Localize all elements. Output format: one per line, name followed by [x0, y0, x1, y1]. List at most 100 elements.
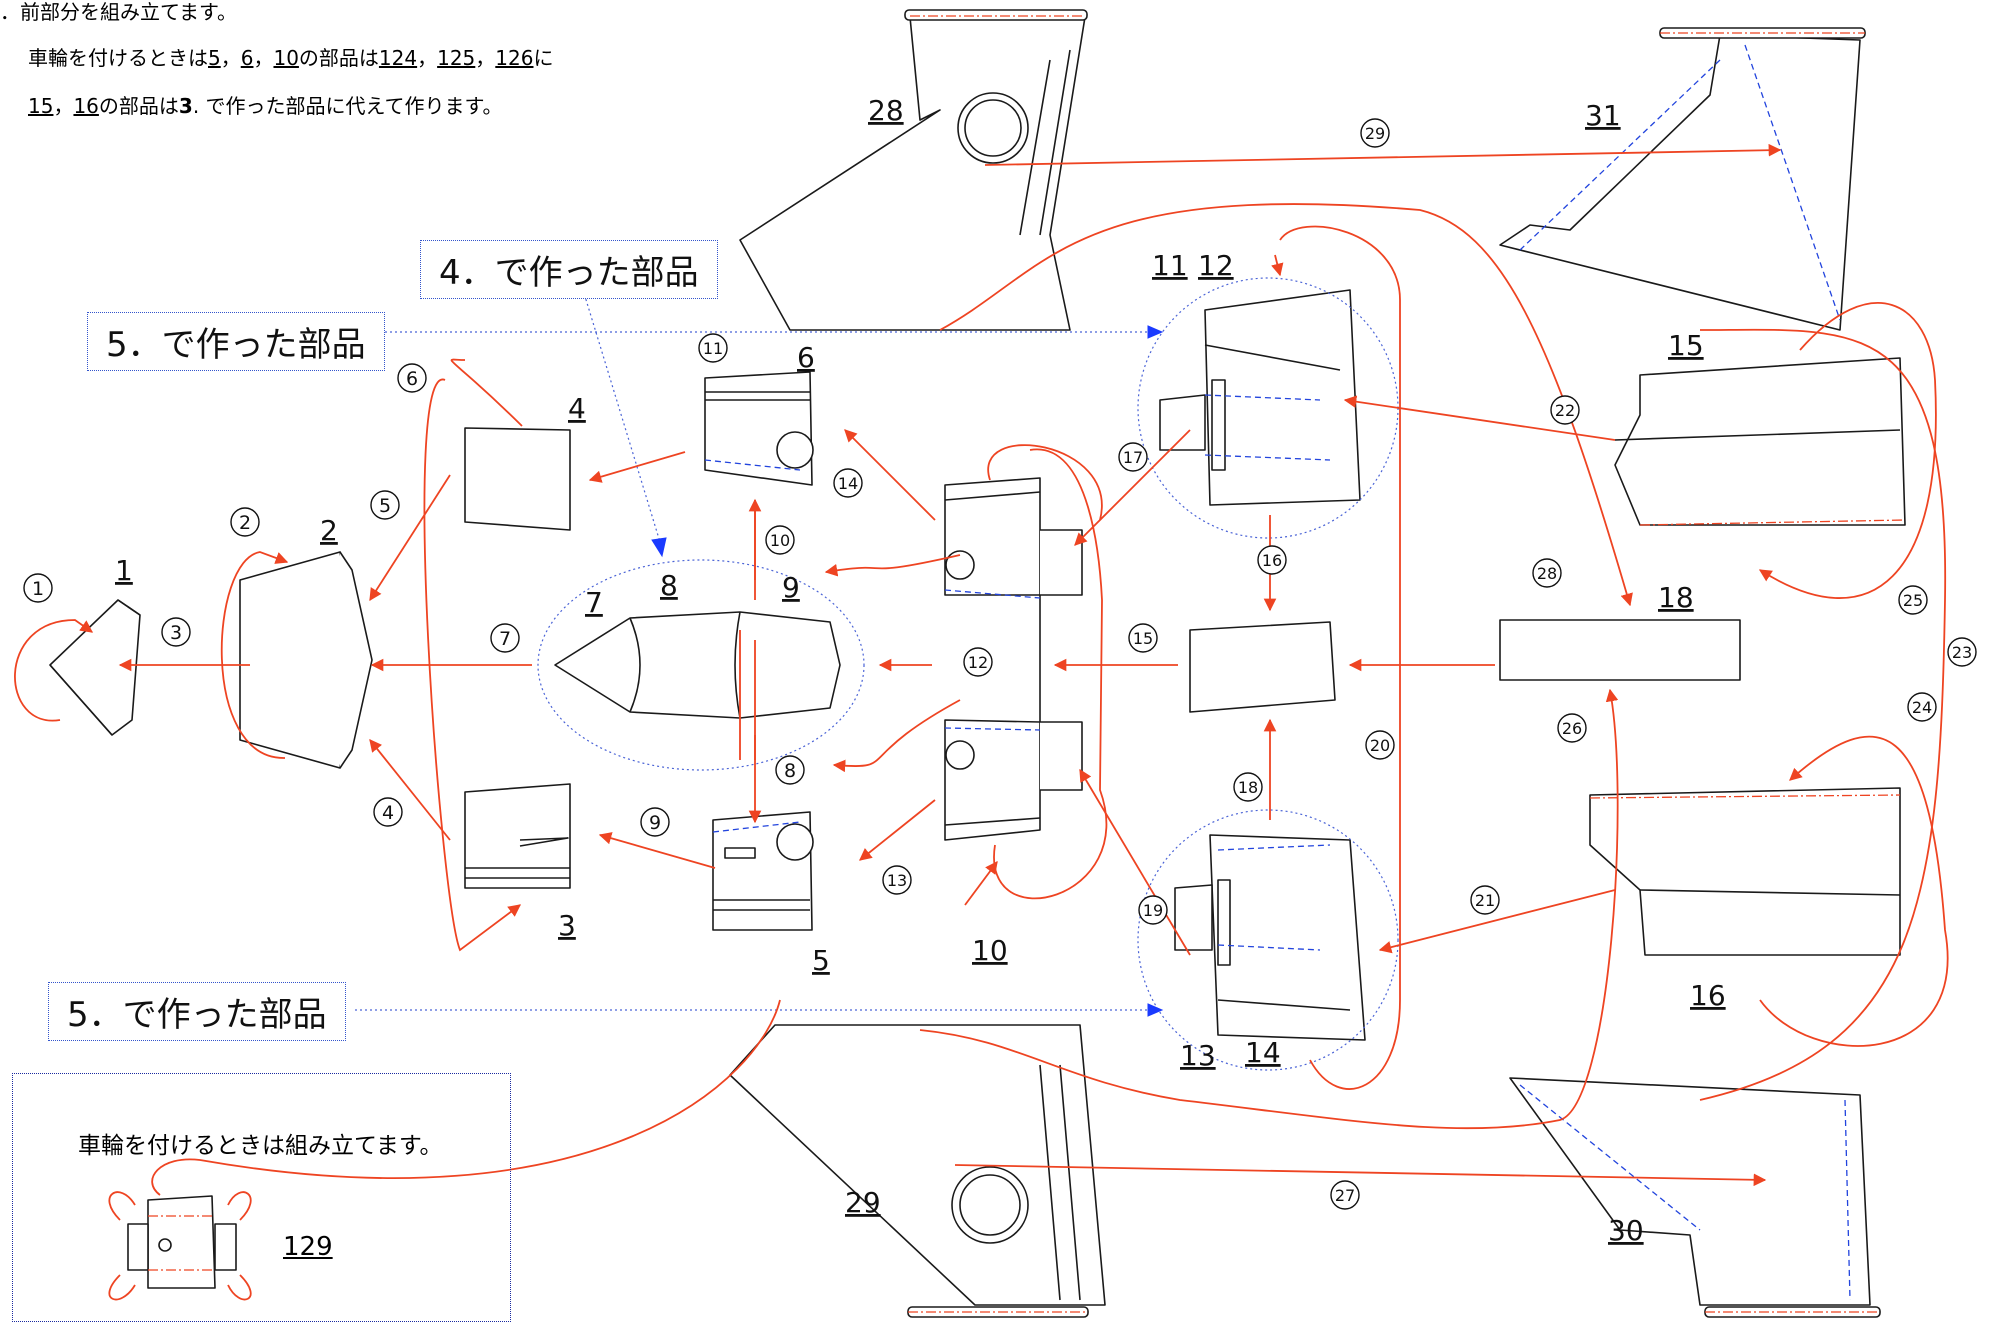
svg-text:21: 21 [1475, 891, 1495, 910]
part-tail-cone [1189, 621, 1336, 713]
part-label: 10 [972, 934, 1008, 967]
part-13-14 [1174, 834, 1366, 1041]
part-label: 14 [1245, 1036, 1281, 1069]
step-marker: 18 [1233, 772, 1263, 802]
step-marker: 17 [1118, 442, 1148, 472]
part-label: 4 [568, 392, 586, 425]
part-label: 1 [115, 554, 133, 587]
svg-text:19: 19 [1143, 901, 1163, 920]
step-marker: 13 [882, 865, 912, 895]
part-label: 5 [812, 944, 830, 977]
part-16 [1589, 787, 1901, 956]
step-marker: 10 [765, 525, 795, 555]
svg-text:26: 26 [1562, 719, 1582, 738]
svg-text:17: 17 [1123, 448, 1143, 467]
step-marker: 22 [1550, 395, 1580, 425]
svg-text:1: 1 [32, 578, 44, 600]
step-marker: 12 [963, 647, 993, 677]
step-marker: 2 [230, 507, 260, 537]
part-label: 2 [320, 514, 338, 547]
step-marker: 28 [1532, 558, 1562, 588]
step-marker: 19 [1138, 895, 1168, 925]
step-markers: 1 2 3 4 5 6 7 8 9 10 11 12 13 14 15 16 1… [23, 118, 1977, 1210]
part-10 [944, 477, 1083, 841]
step-marker: 23 [1947, 637, 1977, 667]
svg-text:14: 14 [838, 474, 858, 493]
svg-text:7: 7 [499, 628, 511, 650]
part-6 [704, 371, 814, 486]
part-label: 15 [1668, 329, 1704, 362]
step-marker: 7 [490, 623, 520, 653]
svg-text:29: 29 [1365, 124, 1385, 143]
svg-text:13: 13 [887, 871, 907, 890]
part-label: 8 [660, 569, 678, 602]
step-marker: 6 [397, 363, 427, 393]
svg-text:10: 10 [770, 531, 790, 550]
step-marker: 16 [1257, 545, 1287, 575]
step-marker: 15 [1128, 623, 1158, 653]
svg-text:28: 28 [1537, 564, 1557, 583]
part-label: 11 [1152, 249, 1188, 282]
step-marker: 8 [775, 755, 805, 785]
part-30-wing [1509, 1077, 1881, 1318]
callout-made-in-5-top: 5．で作った部品 [87, 312, 385, 371]
instruction-line-2: 車輪を付けるときは5，6，10の部品は124，125，126に [28, 46, 554, 70]
step-marker: 11 [698, 333, 728, 363]
part-15 [1614, 357, 1906, 526]
callout-made-in-4: 4．で作った部品 [420, 240, 718, 299]
part-label: 30 [1608, 1214, 1644, 1247]
step-marker: 27 [1330, 1180, 1360, 1210]
part-11-12 [1159, 289, 1361, 506]
part-label: 12 [1198, 249, 1234, 282]
wheel-part-number: 129 [283, 1232, 333, 1262]
part-label: 3 [558, 909, 576, 942]
svg-text:12: 12 [968, 653, 988, 672]
callout-made-in-5-bottom: 5．で作った部品 [48, 982, 346, 1041]
step-marker: 9 [640, 807, 670, 837]
svg-text:25: 25 [1903, 591, 1923, 610]
svg-text:8: 8 [784, 760, 796, 782]
instruction-line-3: 15，16の部品は3. で作った部品に代えて作ります。 [28, 94, 503, 118]
part-129 [127, 1195, 237, 1289]
callout-arrowheads [651, 325, 1164, 1017]
instruction-line-1: ．前部分を組み立てます。 [0, 0, 237, 24]
svg-text:20: 20 [1370, 736, 1390, 755]
svg-text:23: 23 [1952, 643, 1972, 662]
svg-text:2: 2 [239, 512, 251, 534]
part-1-nose [49, 599, 141, 736]
wheel-note-box [12, 1073, 511, 1322]
svg-text:15: 15 [1133, 629, 1153, 648]
part-label: 18 [1658, 581, 1694, 614]
part-label: 7 [585, 586, 603, 619]
step-marker: 3 [161, 617, 191, 647]
svg-text:22: 22 [1555, 401, 1575, 420]
part-3 [464, 783, 571, 889]
svg-text:9: 9 [649, 812, 661, 834]
step-marker: 29 [1360, 118, 1390, 148]
svg-text:11: 11 [703, 339, 723, 358]
part-label: 16 [1690, 979, 1726, 1012]
part-number-labels: 1 2 3 4 5 6 7 8 9 10 11 12 13 14 15 16 1… [115, 94, 1726, 1247]
step-marker: 1 [23, 573, 53, 603]
part-label: 29 [845, 1186, 881, 1219]
step-marker: 25 [1898, 585, 1928, 615]
step-marker: 5 [370, 490, 400, 520]
step-marker: 26 [1557, 713, 1587, 743]
part-label: 9 [782, 571, 800, 604]
svg-text:18: 18 [1238, 778, 1258, 797]
step-marker: 20 [1365, 730, 1395, 760]
part-31-wing [1499, 27, 1866, 331]
part-18 [1499, 619, 1741, 681]
svg-text:5: 5 [379, 495, 391, 517]
part-29-wing [729, 1024, 1106, 1318]
part-28-wing [739, 9, 1088, 331]
wheel-note-text: 車輪を付けるときは組み立てます。 [78, 1133, 443, 1159]
part-5 [712, 811, 814, 931]
lower-highlight-circle [1137, 809, 1399, 1071]
svg-text:27: 27 [1335, 1186, 1355, 1205]
part-label: 6 [797, 341, 815, 374]
part-label: 31 [1585, 99, 1621, 132]
step-marker: 4 [373, 797, 403, 827]
part-7-8-9-cockpit [554, 611, 841, 719]
